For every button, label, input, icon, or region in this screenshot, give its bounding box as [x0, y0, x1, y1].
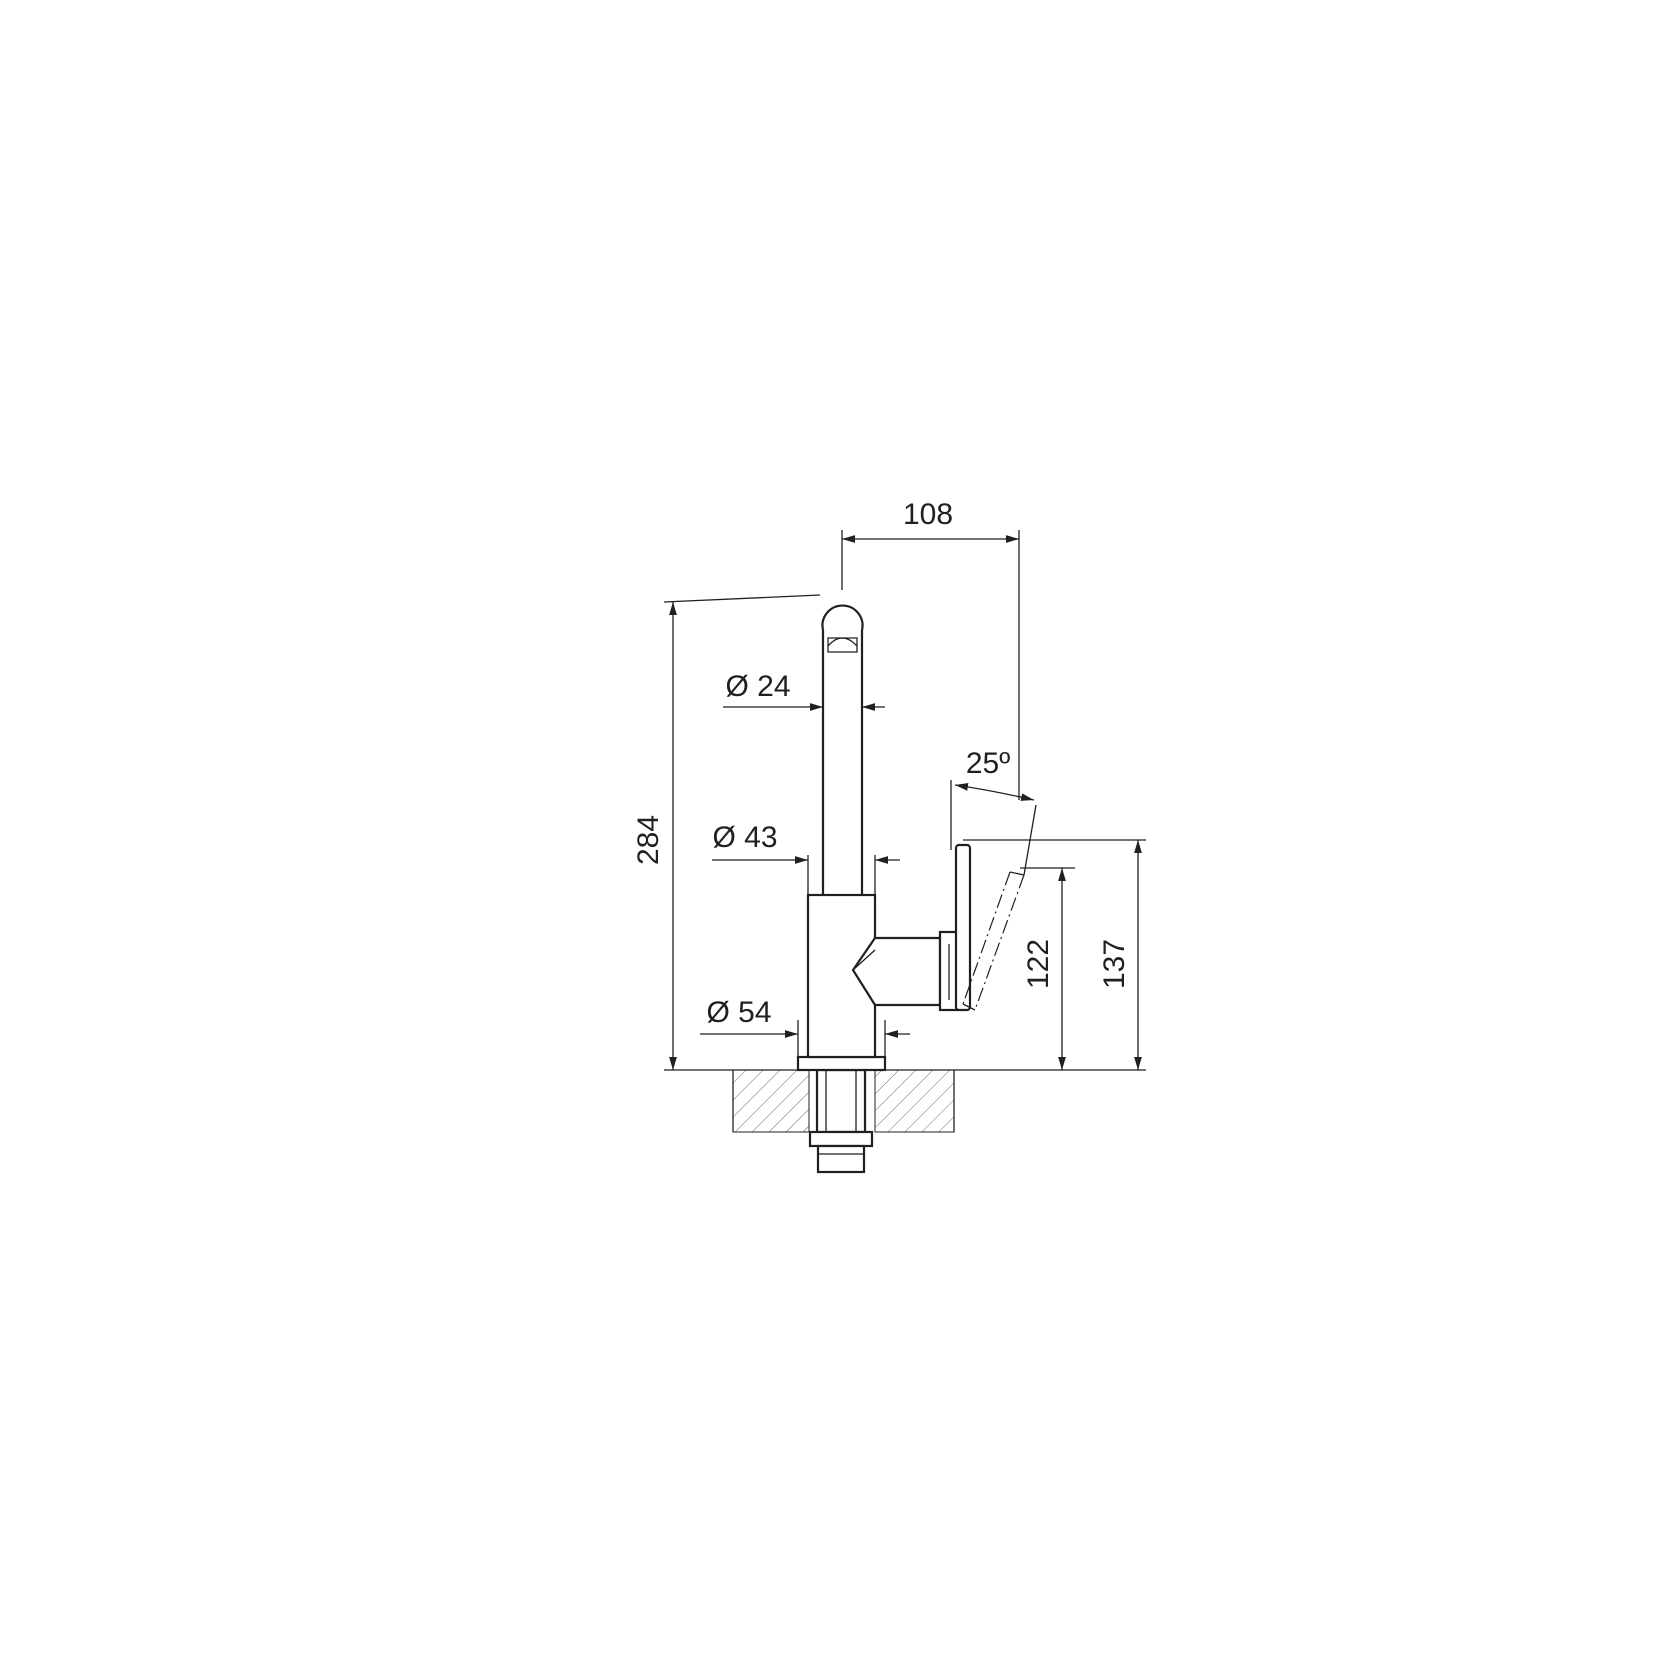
body-upper-diameter-label: Ø 43 — [712, 821, 777, 854]
faucet-body — [806, 893, 960, 1059]
reach-label: 108 — [903, 498, 953, 531]
lever-angle-label: 25º — [966, 747, 1010, 780]
lever-top-height-label: 137 — [1098, 939, 1131, 989]
spout-diameter-label: Ø 24 — [725, 670, 790, 703]
dimension-labels: 108 284 Ø 24 Ø 43 Ø 54 25º 122 137 — [632, 498, 1131, 1029]
base-diameter-label: Ø 54 — [706, 996, 771, 1029]
mounting-shank — [808, 1068, 874, 1174]
height-total-label: 284 — [632, 815, 665, 865]
base-ring — [796, 1055, 887, 1072]
lever — [954, 843, 972, 1012]
spout — [821, 604, 864, 895]
extension-lines — [663, 530, 1146, 1071]
countertop — [732, 1069, 955, 1133]
dimension-lines — [669, 535, 1142, 1070]
lever-height-label: 122 — [1022, 939, 1055, 989]
